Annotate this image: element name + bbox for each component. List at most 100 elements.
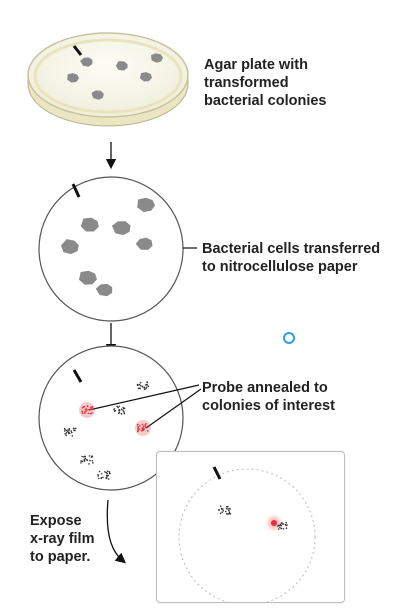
colony-dot [147,385,150,388]
colony-dot [116,405,118,408]
colony [80,57,93,67]
colony-dot [88,455,91,457]
colony-dot [123,412,126,415]
colony-dot [285,527,288,529]
colony-dot [98,470,101,473]
colony-dot [91,406,94,408]
colony-dot [88,463,90,465]
colony-dot [70,430,72,432]
colony [80,217,99,232]
colony-dot [122,410,125,412]
colony-dot [89,459,91,462]
colony-dot [143,428,145,430]
colony-dot [90,407,92,409]
colony-dot [113,410,116,413]
x-ray-film-panel [156,451,345,606]
colony-dot [113,408,115,411]
colony-dot [75,427,77,430]
colony-dot [85,410,88,412]
colony-dot [80,462,82,464]
colony-dot [226,512,228,515]
colony-dot [66,431,69,433]
transfer-label: Bacterial cells transferred to nitrocell… [202,241,381,275]
colony-dot [144,426,147,429]
colony-dot [219,505,222,507]
colony-dot [122,406,124,409]
cursor-ring-icon [283,332,295,344]
colony [79,270,97,285]
colony [111,221,131,236]
colony-dot [222,508,224,510]
colony-dot [282,523,284,525]
colony-dot [87,412,90,415]
probe-leader-line-1 [88,384,200,411]
colony-dot [118,411,121,414]
colony-dot [229,513,232,515]
colony-dot [145,386,148,389]
colonies-layer [60,53,163,297]
colony-dot [285,521,287,524]
colony-dot [106,474,108,477]
dots-layer [63,381,151,480]
colony-dot [104,471,106,473]
colony-dot [225,505,228,508]
colony-dot [117,406,119,409]
colony-dot [145,387,147,390]
colony-dot [227,508,229,510]
colony-dot [100,477,102,480]
colony-dot [84,455,86,458]
colony-dot [146,381,149,384]
colony-dot [141,385,144,388]
colony-dot [285,524,287,527]
colony-dot [221,511,223,513]
colony-dot [277,528,280,530]
colony-dot [81,460,84,463]
colony-dot [219,512,222,515]
colony [135,237,153,250]
colony [151,53,163,63]
colony-dot [87,409,89,411]
colony-dot [63,430,66,432]
colony-dot [85,408,88,410]
colony-dot [137,426,139,428]
agar-plate-label: Agar plate with transformed bacterial co… [204,57,327,109]
colony-dot [120,413,123,415]
colony-dot [65,434,67,437]
colony-dot [65,429,68,432]
colony-dot [91,455,94,458]
probe-label: Probe annealed to colonies of interest [202,380,335,414]
colony-dot [139,381,142,384]
colony [60,239,79,255]
colony-dot [73,429,75,432]
colony-dot [142,425,145,428]
colony [137,197,155,212]
colony-dot [280,522,283,524]
colony-dot [143,386,145,389]
colony-dot [91,460,94,462]
colony-dot [105,477,107,479]
colony-dot [277,525,279,528]
colony-dot [102,476,104,479]
colony-dot [81,455,83,458]
nitrocellulose-paper [38,176,184,322]
colony-dot [90,408,93,411]
colony-dot [143,388,146,390]
colony-dot [71,431,73,434]
colony-dot [97,475,99,477]
colony-dot [64,428,66,431]
colony-dot [123,407,126,410]
colony-dot [84,457,87,460]
colony-dot [81,406,84,409]
colony-dot [279,526,281,529]
colony-dot [84,410,86,413]
colony-dot [108,471,111,473]
colony-dot [146,384,149,386]
colony-dot [225,510,227,513]
colony-dot [71,435,74,437]
colony-dot [280,527,283,530]
colony-dot [229,508,231,510]
colony-dot [121,408,123,411]
colony [115,61,128,71]
colony-dot [141,428,144,431]
